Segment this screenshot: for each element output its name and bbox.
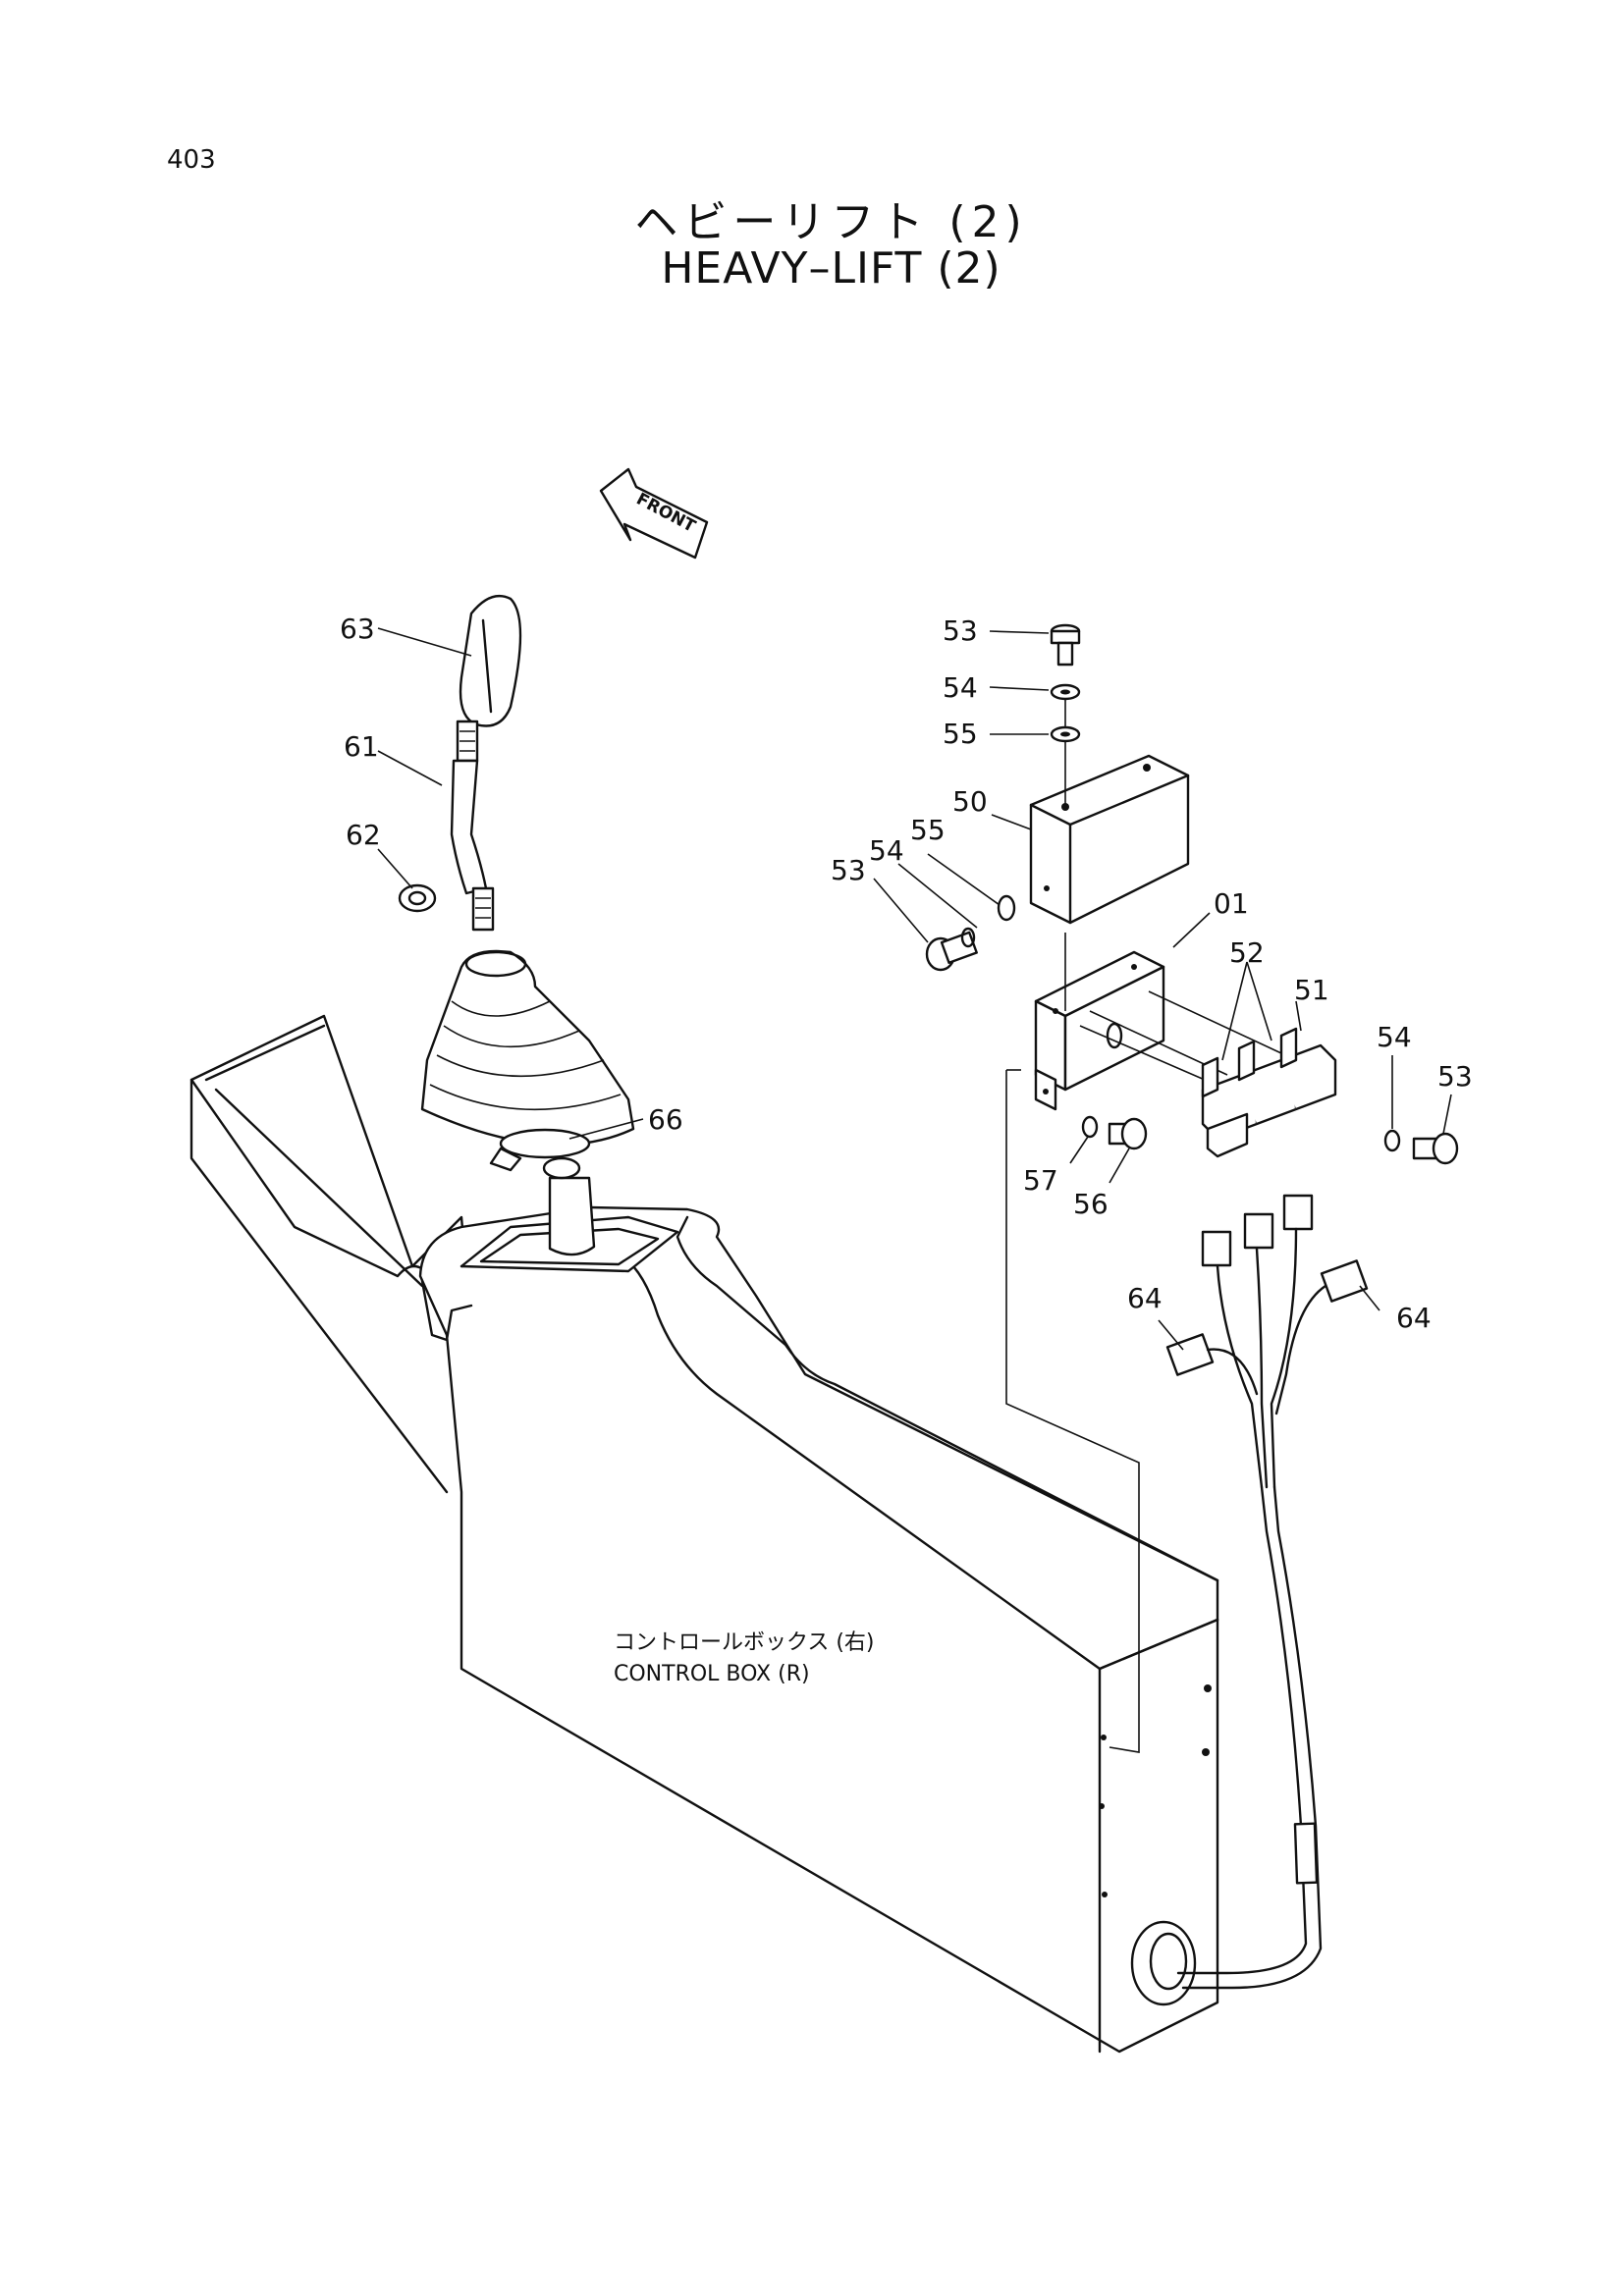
control-box-body: コントロールボックス (右) CONTROL BOX (R) — [189, 1014, 1219, 2054]
top-lock-washer-part — [1050, 683, 1081, 701]
bracket-screw-part — [1081, 1115, 1148, 1150]
label-55-side: 55 — [910, 814, 946, 846]
label-62: 62 — [346, 819, 381, 851]
label-01: 01 — [1214, 887, 1249, 920]
lever-knob-part — [459, 594, 522, 727]
label-53-side: 53 — [831, 854, 866, 886]
diagram-title-english: HEAVY–LIFT (2) — [661, 243, 1001, 294]
leader-lines — [377, 627, 1452, 1351]
harness-connectors-part — [1165, 1194, 1369, 1489]
top-flat-washer-part — [1050, 725, 1081, 743]
lever-nut-part — [398, 883, 437, 913]
label-61: 61 — [344, 730, 379, 763]
label-57: 57 — [1023, 1164, 1058, 1197]
page-number: 403 — [167, 145, 216, 175]
label-54-side: 54 — [869, 834, 904, 867]
label-56: 56 — [1073, 1188, 1109, 1220]
label-55-top: 55 — [943, 718, 978, 750]
label-54-top: 54 — [943, 671, 978, 704]
lever-shaft-part — [450, 720, 495, 932]
label-64-left: 64 — [1127, 1282, 1163, 1314]
diagram-title-japanese: ヘビーリフト (2) — [634, 197, 1028, 247]
control-box-caption-japanese: コントロールボックス (右) — [614, 1630, 875, 1655]
side-screw-part — [925, 894, 1016, 972]
label-66: 66 — [648, 1103, 683, 1136]
label-53-right: 53 — [1437, 1060, 1473, 1093]
top-screw-part — [1050, 623, 1081, 667]
part-number-labels: 63 61 62 66 53 54 55 50 53 54 55 01 52 5… — [340, 613, 1473, 1334]
control-unit-part — [1029, 687, 1190, 925]
label-52: 52 — [1229, 936, 1265, 969]
control-box-caption-english: CONTROL BOX (R) — [614, 1662, 810, 1686]
label-54-right: 54 — [1377, 1021, 1412, 1053]
wire-harness-cable — [1176, 1485, 1323, 1990]
label-50: 50 — [952, 785, 988, 818]
mounting-bracket-part — [1034, 933, 1297, 1111]
mounting-reference-lines — [1005, 1069, 1140, 1753]
label-51: 51 — [1294, 974, 1329, 1006]
relay-assembly-part — [1201, 1027, 1337, 1158]
label-63: 63 — [340, 613, 375, 645]
right-screw-part — [1383, 1129, 1459, 1165]
front-direction-arrow: FRONT — [599, 467, 709, 560]
boot-band-part — [489, 1128, 591, 1180]
lever-boot-part — [420, 949, 635, 1147]
label-64-right: 64 — [1396, 1302, 1432, 1334]
label-53-top: 53 — [943, 614, 978, 647]
